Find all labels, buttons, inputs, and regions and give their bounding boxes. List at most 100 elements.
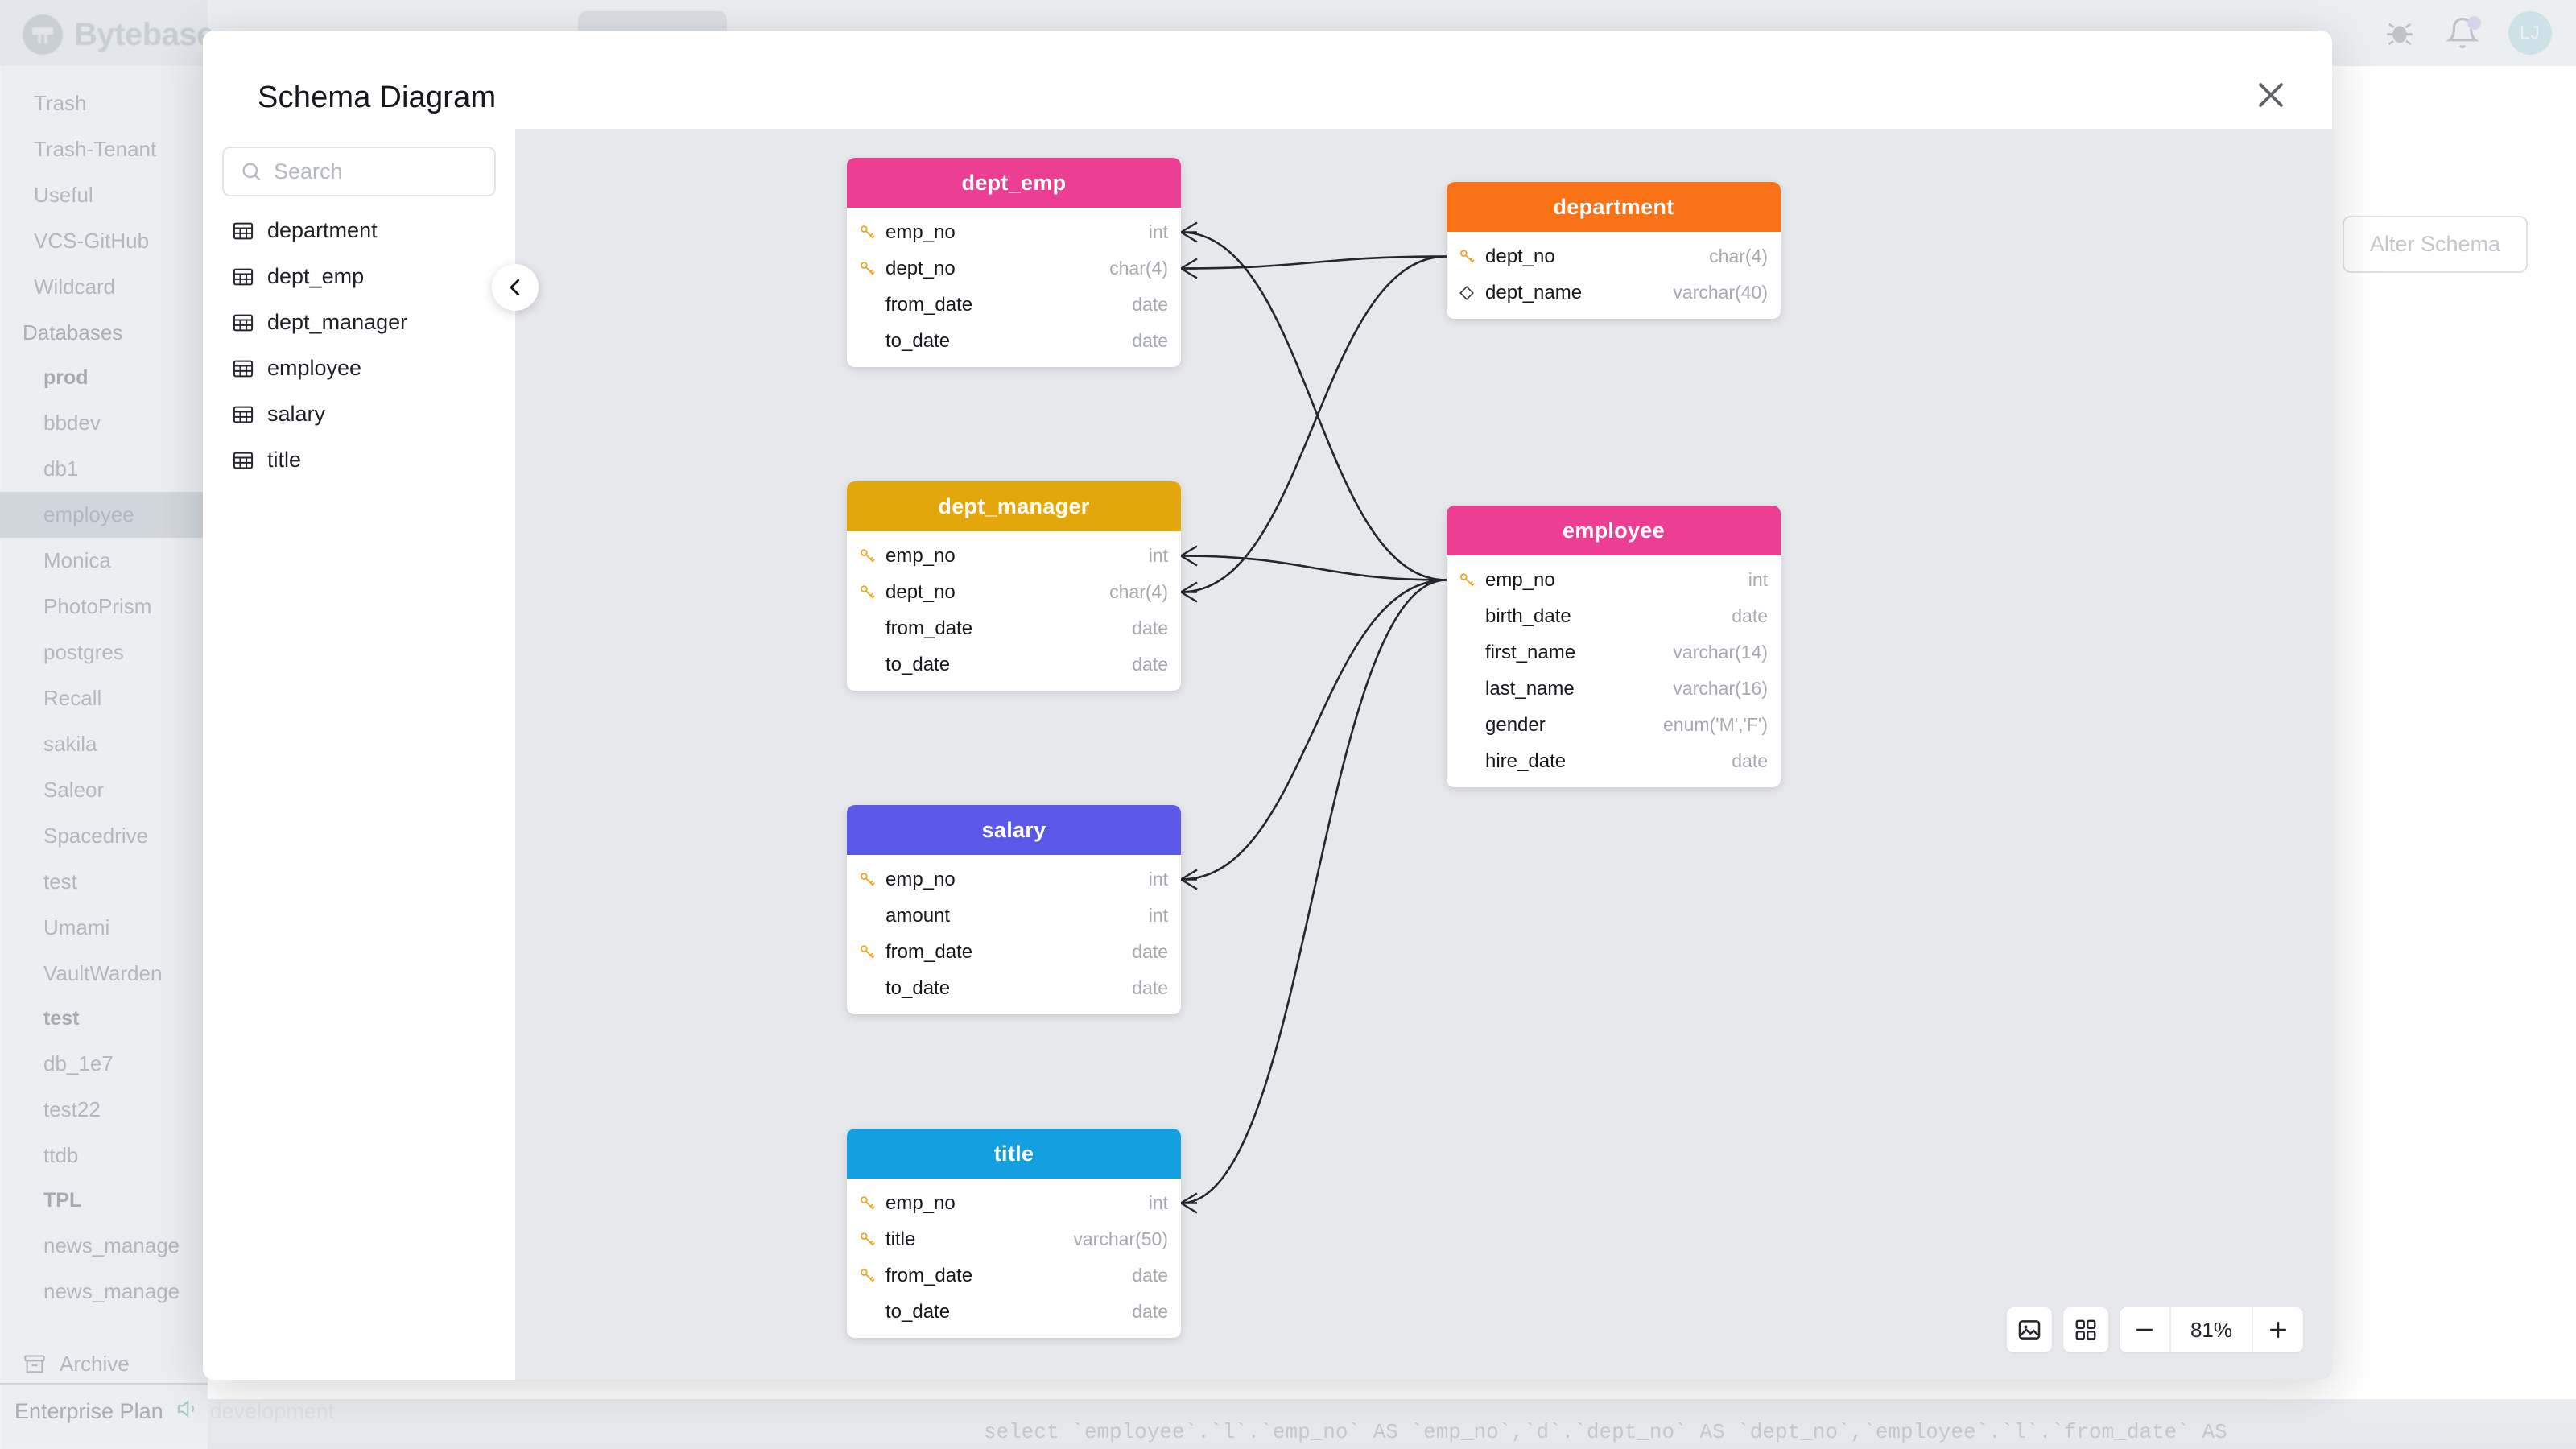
avatar[interactable]: LJ xyxy=(2508,11,2552,55)
sidebar-item-trash[interactable]: Trash xyxy=(34,91,87,115)
column-type: int xyxy=(1148,221,1168,242)
key-icon xyxy=(858,259,877,279)
sidebar-item-umami[interactable]: Umami xyxy=(43,915,110,939)
grid-icon[interactable] xyxy=(2063,1307,2108,1352)
column-type: date xyxy=(1132,1301,1168,1322)
column-name: gender xyxy=(1485,713,1546,736)
sidebar-item-test[interactable]: test xyxy=(43,869,77,894)
table-list-item-dept_emp[interactable]: dept_emp xyxy=(222,254,496,299)
table-list-item-dept_manager[interactable]: dept_manager xyxy=(222,299,496,345)
table-list-item-title[interactable]: title xyxy=(222,437,496,483)
bug-icon[interactable] xyxy=(2383,16,2417,50)
sidebar-item-saleor[interactable]: Saleor xyxy=(43,778,105,802)
sidebar-item-news-manage[interactable]: news_manage xyxy=(43,1233,180,1257)
sidebar-item-ttdb[interactable]: ttdb xyxy=(43,1143,79,1167)
sidebar-item-news-manage[interactable]: news_manage xyxy=(43,1279,180,1303)
table-node-header[interactable]: employee xyxy=(1447,506,1781,555)
close-icon[interactable] xyxy=(2248,72,2293,118)
topbar-actions: LJ xyxy=(2383,11,2552,55)
column-type: char(4) xyxy=(1109,581,1168,602)
sidebar-item-useful[interactable]: Useful xyxy=(34,183,93,207)
image-icon[interactable] xyxy=(2007,1307,2052,1352)
sidebar-item-archive[interactable]: Archive xyxy=(23,1352,130,1377)
sidebar-item-db1[interactable]: db1 xyxy=(43,456,79,481)
sidebar-item-test22[interactable]: test22 xyxy=(43,1097,101,1121)
sidebar-item-trash-tenant[interactable]: Trash-Tenant xyxy=(34,137,157,161)
table-list-item-employee[interactable]: employee xyxy=(222,345,496,391)
table-node-header[interactable]: salary xyxy=(847,805,1181,855)
column-name: title xyxy=(886,1228,916,1250)
plus-icon[interactable] xyxy=(2253,1307,2303,1352)
table-list-item-label: dept_manager xyxy=(267,310,408,334)
table-node-header[interactable]: dept_emp xyxy=(847,158,1181,208)
alter-schema-button[interactable]: Alter Schema xyxy=(2342,216,2528,273)
sidebar-item-wildcard[interactable]: Wildcard xyxy=(34,275,116,299)
column-name: emp_no xyxy=(886,544,956,567)
column-name: hire_date xyxy=(1485,749,1567,772)
table-node-header[interactable]: title xyxy=(847,1129,1181,1179)
key-icon xyxy=(858,1194,877,1213)
sidebar-item-sakila[interactable]: sakila xyxy=(43,732,97,756)
sidebar-item-postgres[interactable]: postgres xyxy=(43,640,124,664)
column-type: date xyxy=(1132,617,1168,638)
key-icon xyxy=(858,943,877,962)
minus-icon[interactable] xyxy=(2120,1307,2169,1352)
sidebar-item-test[interactable]: test xyxy=(43,1007,80,1030)
sidebar-item-monica[interactable]: Monica xyxy=(43,548,111,572)
sidebar-item-db-1e7[interactable]: db_1e7 xyxy=(43,1051,114,1075)
bell-icon[interactable] xyxy=(2446,16,2481,50)
sidebar-item-spacedrive[interactable]: Spacedrive xyxy=(43,824,149,848)
table-list-item-department[interactable]: department xyxy=(222,208,496,254)
table-node-header[interactable]: department xyxy=(1447,182,1781,232)
sidebar-item-vaultwarden[interactable]: VaultWarden xyxy=(43,961,163,985)
sidebar-item-recall[interactable]: Recall xyxy=(43,686,102,710)
search-box[interactable] xyxy=(222,147,496,196)
search-input[interactable] xyxy=(274,159,478,184)
sidebar-item-photoprism[interactable]: PhotoPrism xyxy=(43,594,152,618)
sidebar-item-employee[interactable]: employee xyxy=(0,492,208,538)
table-node-header[interactable]: dept_manager xyxy=(847,481,1181,531)
sidebar-item-vcs-github[interactable]: VCS-GitHub xyxy=(34,229,150,253)
app-logo[interactable]: Bytebase xyxy=(23,14,214,55)
table-list-item-salary[interactable]: salary xyxy=(222,391,496,437)
sidebar-item-tpl[interactable]: TPL xyxy=(43,1189,82,1212)
sidebar-item-databases: Databases xyxy=(23,320,123,345)
column-type: date xyxy=(1132,1265,1168,1286)
sidebar-item-bbdev[interactable]: bbdev xyxy=(43,411,101,435)
sidebar-item-prod[interactable]: prod xyxy=(43,366,89,389)
collapse-panel-button[interactable] xyxy=(492,264,539,311)
zoom-level[interactable]: 81% xyxy=(2169,1307,2253,1352)
